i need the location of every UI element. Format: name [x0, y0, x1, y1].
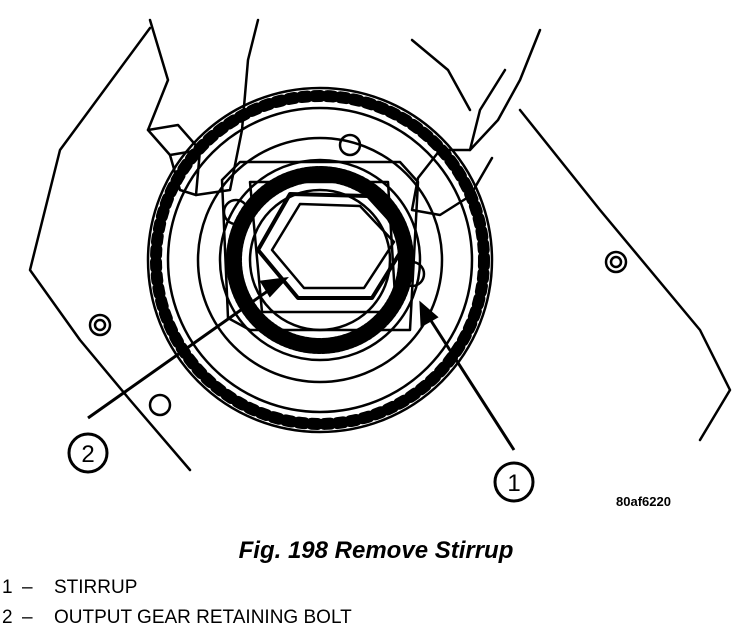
stirrup	[220, 160, 420, 332]
output-gear	[146, 86, 494, 434]
legend-number: 1	[2, 577, 13, 598]
legend-label: STIRRUP	[54, 577, 138, 598]
legend-dash: –	[22, 607, 33, 628]
housing-plate-right	[518, 108, 732, 442]
serrated-ring	[226, 166, 414, 354]
legend-label: OUTPUT GEAR RETAINING BOLT	[54, 607, 352, 628]
arrowhead-1	[419, 300, 439, 328]
callout-circle-1	[493, 461, 535, 503]
legend-dash: –	[22, 577, 33, 598]
callout-legend: 1–STIRRUP 2–OUTPUT GEAR RETAINING BOLT	[2, 573, 352, 633]
mount-hole-right	[604, 250, 628, 274]
legend-item: 2–OUTPUT GEAR RETAINING BOLT	[2, 603, 352, 633]
callout-number-1: 1	[507, 470, 520, 497]
legend-number: 2	[2, 607, 13, 628]
output-gear-retaining-bolt	[256, 192, 410, 300]
mount-hole-left	[88, 313, 112, 337]
callout-circle-2	[67, 432, 109, 474]
output-gear-teeth	[150, 90, 490, 430]
arrowhead-2	[259, 276, 289, 298]
housing-plate-left	[28, 26, 192, 472]
figure-code: 80af6220	[616, 494, 671, 509]
callout-leader-2	[87, 286, 273, 420]
callout-leader-1	[426, 315, 516, 451]
figure-caption: Fig. 198 Remove Stirrup	[238, 537, 514, 564]
callout-number-2: 2	[81, 441, 94, 468]
stirrup-removal-illustration: 2 1	[28, 18, 732, 503]
legend-item: 1–STIRRUP	[2, 573, 352, 603]
right-hand	[410, 28, 542, 217]
